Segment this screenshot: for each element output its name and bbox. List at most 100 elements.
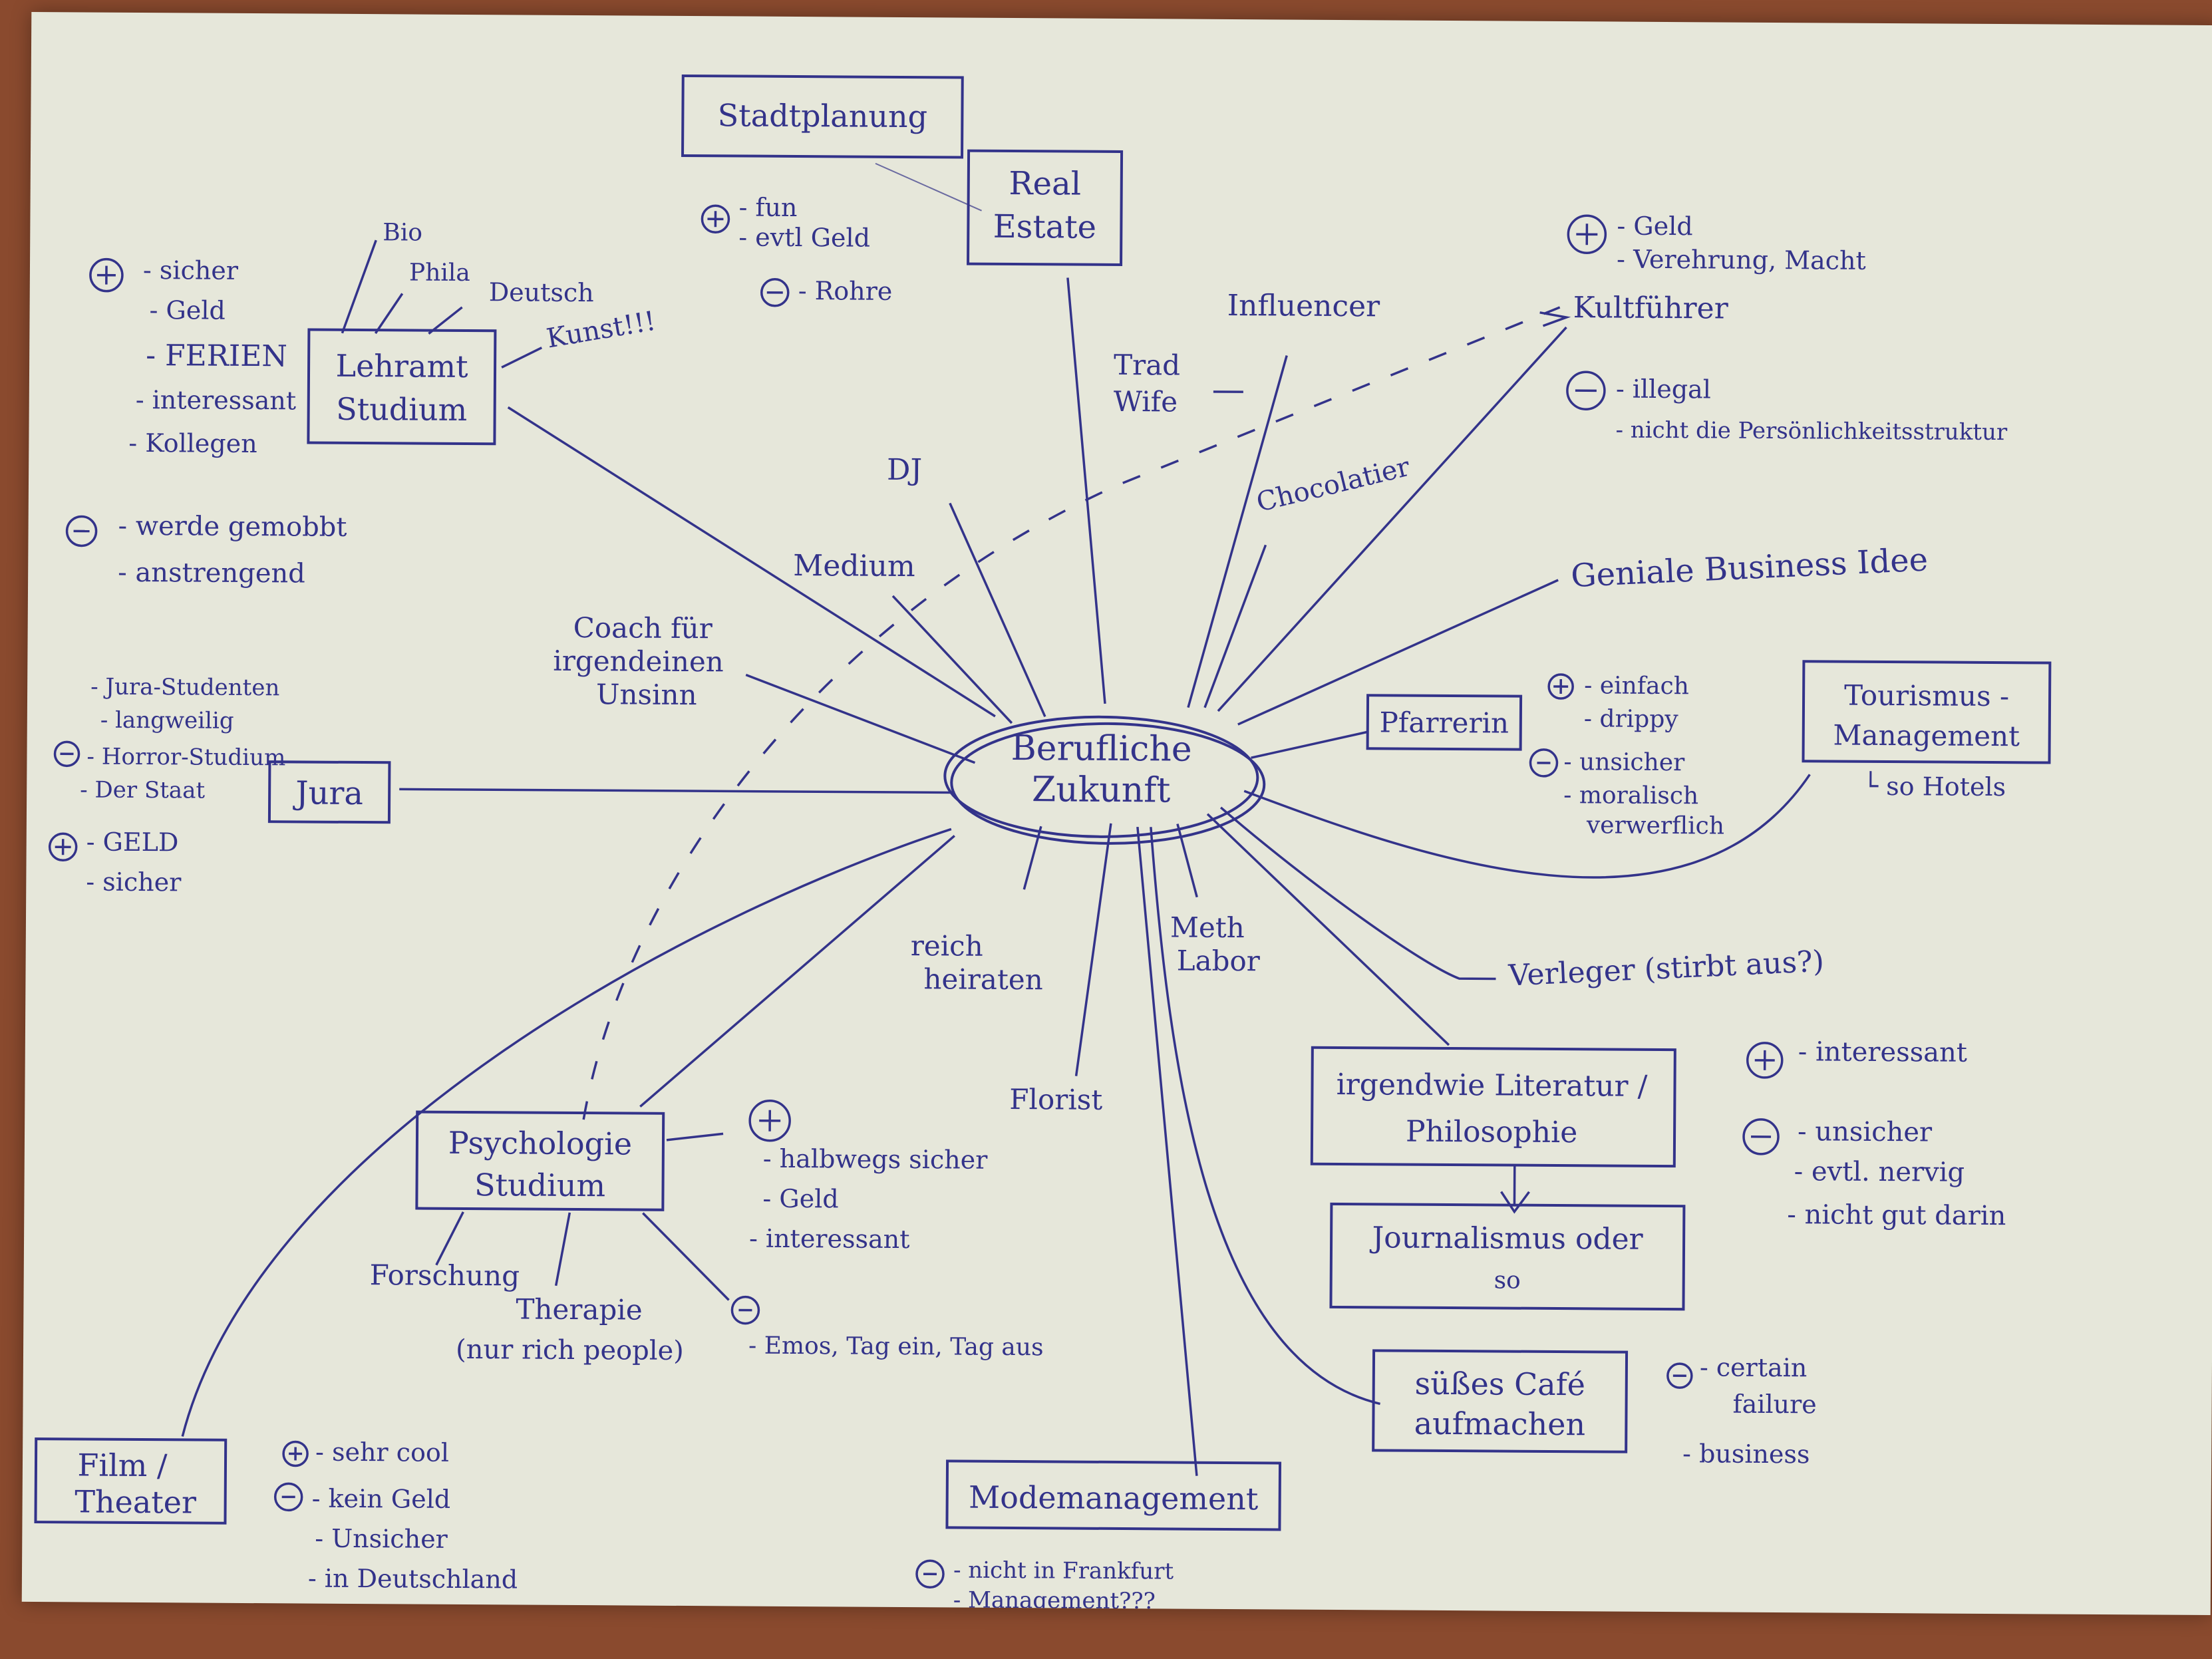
pfarrerin-plus-2: - drippy bbox=[1584, 705, 1679, 733]
meth-line2: Labor bbox=[1177, 945, 1261, 978]
medium-label: Medium bbox=[793, 549, 915, 583]
realestate-minus-1: - Rohre bbox=[798, 276, 893, 306]
cafe-minus-2: failure bbox=[1732, 1390, 1816, 1420]
literatur-line1: irgendwie Literatur / bbox=[1337, 1068, 1648, 1104]
minus-icon-literatur bbox=[1742, 1118, 1780, 1155]
lehramt-box bbox=[307, 328, 497, 446]
plus-icon-jura bbox=[48, 832, 78, 862]
film-plus-1: - sehr cool bbox=[315, 1437, 449, 1467]
plus-icon-film bbox=[282, 1440, 309, 1467]
cafe-line2: aufmachen bbox=[1414, 1406, 1586, 1443]
chocolatier-label: Chocolatier bbox=[1253, 452, 1413, 518]
minus-icon-realestate bbox=[760, 278, 790, 307]
pfarrerin-label: Pfarrerin bbox=[1379, 706, 1509, 739]
subject-kunst: Kunst!!! bbox=[544, 306, 658, 355]
coach-line1: Coach für bbox=[573, 611, 713, 645]
lehramt-plus-5: - Kollegen bbox=[128, 428, 257, 458]
reich-line1: reich bbox=[911, 929, 983, 963]
realestate-plus-2: - evtl Geld bbox=[738, 222, 870, 252]
lehramt-plus-1: - sicher bbox=[143, 255, 239, 285]
tourismus-note: └ so Hotels bbox=[1863, 771, 2006, 802]
plus-icon-kult bbox=[1567, 214, 1607, 255]
real-estate-box bbox=[967, 149, 1124, 266]
realestate-plus-1: - fun bbox=[738, 192, 797, 222]
literatur-line2: Philosophie bbox=[1406, 1115, 1578, 1150]
lehramt-plus-2: - Geld bbox=[149, 295, 226, 325]
forschung-label: Forschung bbox=[370, 1259, 520, 1292]
jura-label: Jura bbox=[292, 774, 363, 812]
notes: - fun - evtl Geld - Rohre - sicher - Gel… bbox=[80, 192, 2008, 1614]
film-minus-2: - Unsicher bbox=[315, 1524, 448, 1554]
jura-plus-2: - sicher bbox=[86, 867, 182, 897]
minus-icon-lehramt bbox=[65, 515, 98, 547]
lehramt-line1: Lehramt bbox=[335, 348, 468, 384]
pfarrerin-plus-1: - einfach bbox=[1584, 672, 1689, 700]
plus-icon-pfarrerin bbox=[1547, 673, 1574, 700]
psych-plus-3: - interessant bbox=[749, 1224, 910, 1254]
mode-minus-1: - nicht in Frankfurt bbox=[953, 1557, 1174, 1584]
meth-line1: Meth bbox=[1170, 911, 1245, 944]
jura-minus-4: - Der Staat bbox=[80, 776, 205, 804]
lehramt-plus-4: - interessant bbox=[136, 385, 297, 415]
kult-plus-1: - Geld bbox=[1617, 212, 1693, 241]
modemanagement-box bbox=[945, 1459, 1282, 1531]
coach-line3: Unsinn bbox=[596, 678, 697, 711]
therapie-line1: Therapie bbox=[516, 1292, 643, 1326]
therapie-line2: (nur rich people) bbox=[456, 1334, 684, 1366]
kult-minus-1: - illegal bbox=[1616, 375, 1711, 404]
jura-minus-3: - Horror-Studium bbox=[86, 744, 285, 772]
tourismus-line1: Tourismus - bbox=[1844, 679, 2009, 713]
minus-icon-mode bbox=[915, 1559, 945, 1589]
modemanagement-label: Modemanagement bbox=[969, 1479, 1259, 1517]
plus-icon-literatur bbox=[1746, 1042, 1784, 1079]
pfarrerin-minus-1: - unsicher bbox=[1563, 748, 1685, 776]
jura-minus-2: - langweilig bbox=[100, 707, 234, 734]
plus-minus-icons bbox=[48, 204, 1784, 1589]
film-box bbox=[34, 1437, 228, 1525]
geniale-label: Geniale Business Idee bbox=[1570, 541, 1929, 595]
psych-plus-1: - halbwegs sicher bbox=[763, 1144, 989, 1175]
literatur-minus-3: - nicht gut darin bbox=[1787, 1199, 2006, 1231]
minus-icon-psychologie bbox=[730, 1295, 760, 1325]
tradwife-line2: Wife bbox=[1114, 385, 1178, 418]
minus-icon-kult bbox=[1566, 371, 1606, 411]
coach-line2: irgendeinen bbox=[553, 645, 724, 679]
subject-phila: Phila bbox=[409, 259, 470, 287]
psych-minus-1: - Emos, Tag ein, Tag aus bbox=[748, 1332, 1044, 1362]
film-minus-1: - kein Geld bbox=[312, 1484, 451, 1514]
jura-plus-1: - GELD bbox=[86, 828, 179, 857]
florist-label: Florist bbox=[1009, 1083, 1102, 1116]
lehramt-minus-1: - werde gemobbt bbox=[118, 511, 347, 543]
lehramt-minus-2: - anstrengend bbox=[118, 557, 305, 589]
reich-line2: heiraten bbox=[923, 963, 1043, 996]
psychologie-line1: Psychologie bbox=[448, 1125, 633, 1162]
real-estate-line2: Estate bbox=[993, 208, 1097, 246]
literatur-minus-2: - evtl. nervig bbox=[1794, 1156, 1965, 1188]
journalismus-line2: so bbox=[1494, 1267, 1521, 1294]
journalismus-box bbox=[1329, 1202, 1686, 1311]
pfarrerin-minus-2: - moralisch bbox=[1563, 782, 1698, 810]
lehramt-plus-3: - FERIEN bbox=[146, 339, 287, 373]
cafe-minus-1: - certain bbox=[1700, 1352, 1808, 1382]
minus-icon-jura bbox=[53, 740, 80, 768]
pfarrerin-minus-3: verwerflich bbox=[1586, 812, 1724, 839]
dj-label: DJ bbox=[887, 453, 922, 487]
literatur-minus-1: - unsicher bbox=[1798, 1116, 1933, 1147]
tourismus-box bbox=[1802, 660, 2052, 764]
cafe-box bbox=[1372, 1349, 1629, 1453]
plus-icon-lehramt bbox=[89, 257, 124, 293]
literatur-plus-1: - interessant bbox=[1798, 1036, 1967, 1068]
tradwife-line1: Trad bbox=[1114, 349, 1180, 382]
kult-minus-2: - nicht die Persönlichkeitsstruktur bbox=[1615, 417, 2008, 446]
jura-box bbox=[267, 760, 391, 824]
film-line2: Theater bbox=[75, 1483, 196, 1520]
kult-plus-2: - Verehrung, Macht bbox=[1617, 245, 1866, 275]
subject-deutsch: Deutsch bbox=[489, 277, 594, 307]
kultfuehrer-label: Kultführer bbox=[1573, 291, 1729, 325]
literatur-box bbox=[1310, 1046, 1676, 1168]
cafe-extra: - business bbox=[1682, 1439, 1810, 1469]
